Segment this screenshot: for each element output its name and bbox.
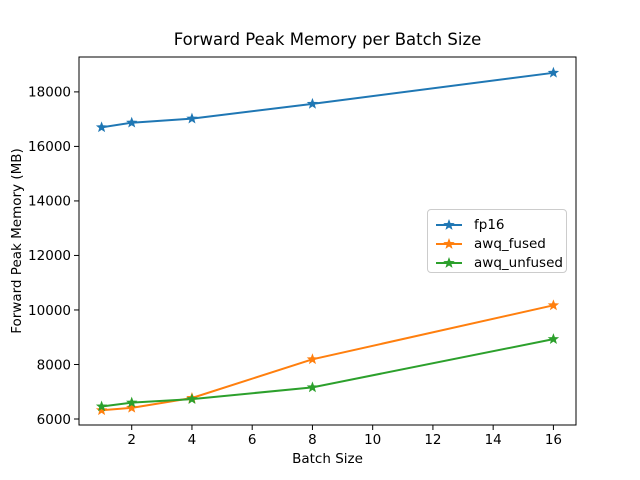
marker-awq_unfused: [95, 400, 108, 412]
marker-awq_fused: [126, 401, 138, 413]
marker-awq_fused: [95, 404, 108, 416]
y-tick-label: 16000: [28, 139, 71, 155]
x-axis-label: Batch Size: [292, 451, 363, 467]
legend-label-awq_fused: awq_fused: [474, 235, 546, 252]
legend-line-sample: [436, 237, 462, 249]
y-tick-label: 12000: [28, 248, 71, 264]
y-tick-label: 8000: [37, 357, 71, 373]
marker-awq_unfused: [547, 333, 560, 344]
x-tick-label: 6: [248, 432, 257, 448]
legend-line-sample: [436, 218, 462, 230]
marker-awq_unfused: [126, 396, 138, 408]
legend: fp16 awq_fused awq_unfused: [427, 209, 567, 273]
marker-awq_fused: [547, 299, 560, 311]
y-tick-label: 18000: [28, 85, 71, 101]
marker-awq_unfused: [186, 393, 198, 404]
x-tick-label: 2: [127, 432, 136, 448]
x-tick-label: 16: [545, 432, 562, 448]
x-tick-label: 14: [485, 432, 502, 448]
legend-label-fp16: fp16: [474, 216, 505, 233]
legend-line-sample: [436, 256, 462, 268]
legend-star-marker: [443, 218, 455, 230]
legend-star-marker: [443, 256, 455, 268]
marker-fp16: [95, 121, 108, 133]
x-tick-label: 4: [188, 432, 197, 448]
marker-awq_fused: [306, 353, 319, 365]
marker-fp16: [547, 66, 560, 78]
x-tick-label: 12: [424, 432, 441, 448]
x-tick-label: 8: [308, 432, 317, 448]
legend-label-awq_unfused: awq_unfused: [474, 254, 563, 271]
marker-fp16: [186, 112, 198, 124]
x-tick-label: 10: [364, 432, 381, 448]
legend-item-awq_fused: awq_fused: [434, 234, 566, 253]
marker-fp16: [126, 116, 138, 128]
marker-fp16: [306, 97, 319, 109]
chart-title: Forward Peak Memory per Batch Size: [173, 30, 482, 49]
y-tick-label: 10000: [28, 303, 71, 319]
marker-awq_unfused: [306, 381, 319, 393]
legend-item-fp16: fp16: [434, 215, 566, 234]
y-axis-label: Forward Peak Memory (MB): [9, 148, 25, 334]
y-tick-label: 14000: [28, 194, 71, 210]
y-tick-label: 6000: [37, 412, 71, 428]
legend-star-marker: [443, 237, 455, 249]
legend-item-awq_unfused: awq_unfused: [434, 253, 566, 272]
